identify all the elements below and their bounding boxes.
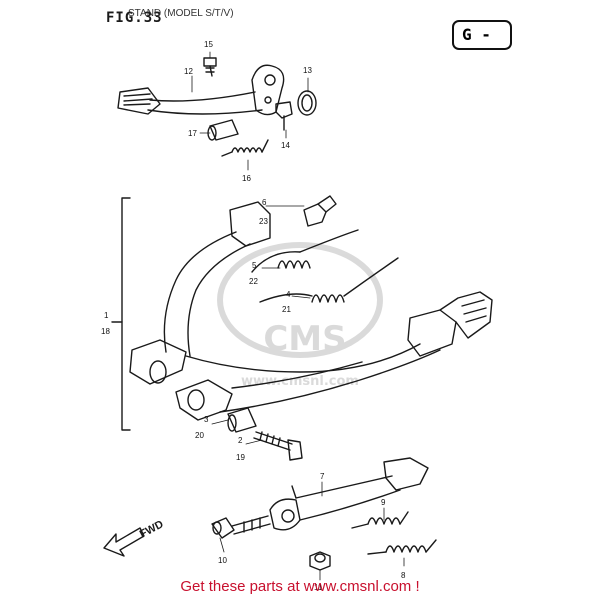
forward-direction-label: FWD (138, 518, 166, 540)
bolt-part-15 (203, 57, 217, 77)
callout-2: 2 (238, 436, 243, 445)
callout-20: 20 (195, 431, 204, 440)
spring-part-5 (251, 229, 359, 273)
bolt-part-10 (211, 515, 271, 539)
callout-3: 3 (204, 415, 209, 424)
part-group-bracket-1-18 (111, 197, 131, 431)
figure-label: FIG.33 (106, 10, 163, 26)
stopper-part-6 (303, 195, 337, 227)
callout-15: 15 (204, 40, 213, 49)
brake-pedal-part-12 (117, 64, 285, 116)
callout-4: 4 (286, 290, 291, 299)
callout-22: 22 (249, 277, 258, 286)
callout-19: 19 (236, 453, 245, 462)
callout-6: 6 (262, 198, 267, 207)
nut-part-11 (309, 551, 331, 571)
callout-23: 23 (259, 217, 268, 226)
callout-16: 16 (242, 174, 251, 183)
washer-part-13 (297, 90, 317, 116)
bolt-part-2 (253, 431, 303, 461)
watermark-logo-text: CMS (263, 319, 346, 359)
section-code-box: G - (452, 20, 512, 50)
part-callouts: 15 12 13 17 14 16 6 23 5 22 4 21 1 18 3 … (101, 40, 406, 592)
leader-lines (191, 51, 405, 581)
callout-12: 12 (184, 67, 193, 76)
footer-link-text[interactable]: Get these parts at www.cmsnl.com ! (180, 578, 420, 595)
diagram-title: STAND (MODEL S/T/V) (128, 8, 234, 19)
center-stand-part-1 (129, 201, 493, 421)
spring-part-9 (351, 511, 409, 529)
callout-13: 13 (303, 66, 312, 75)
callout-21: 21 (282, 305, 291, 314)
callout-8: 8 (401, 571, 406, 580)
watermark-logo: CMS www.cmsnl.com (217, 242, 383, 389)
bushing-part-17 (207, 119, 239, 141)
watermark-url: www.cmsnl.com (241, 374, 359, 389)
callout-18: 18 (101, 327, 110, 336)
bushing-part-3 (227, 407, 257, 433)
spring-part-16 (221, 139, 269, 157)
callout-5: 5 (252, 261, 257, 270)
callout-14: 14 (281, 141, 290, 150)
forward-direction-arrow-icon (103, 527, 145, 557)
spring-part-4 (259, 257, 399, 303)
callout-17: 17 (188, 129, 197, 138)
clip-part-14 (275, 101, 293, 131)
side-stand-part-7 (269, 457, 429, 531)
callout-10: 10 (218, 556, 227, 565)
spring-part-8 (367, 539, 437, 555)
callout-7: 7 (320, 472, 325, 481)
callout-11: 11 (314, 583, 323, 592)
callout-1: 1 (104, 311, 109, 320)
callout-9: 9 (381, 498, 386, 507)
